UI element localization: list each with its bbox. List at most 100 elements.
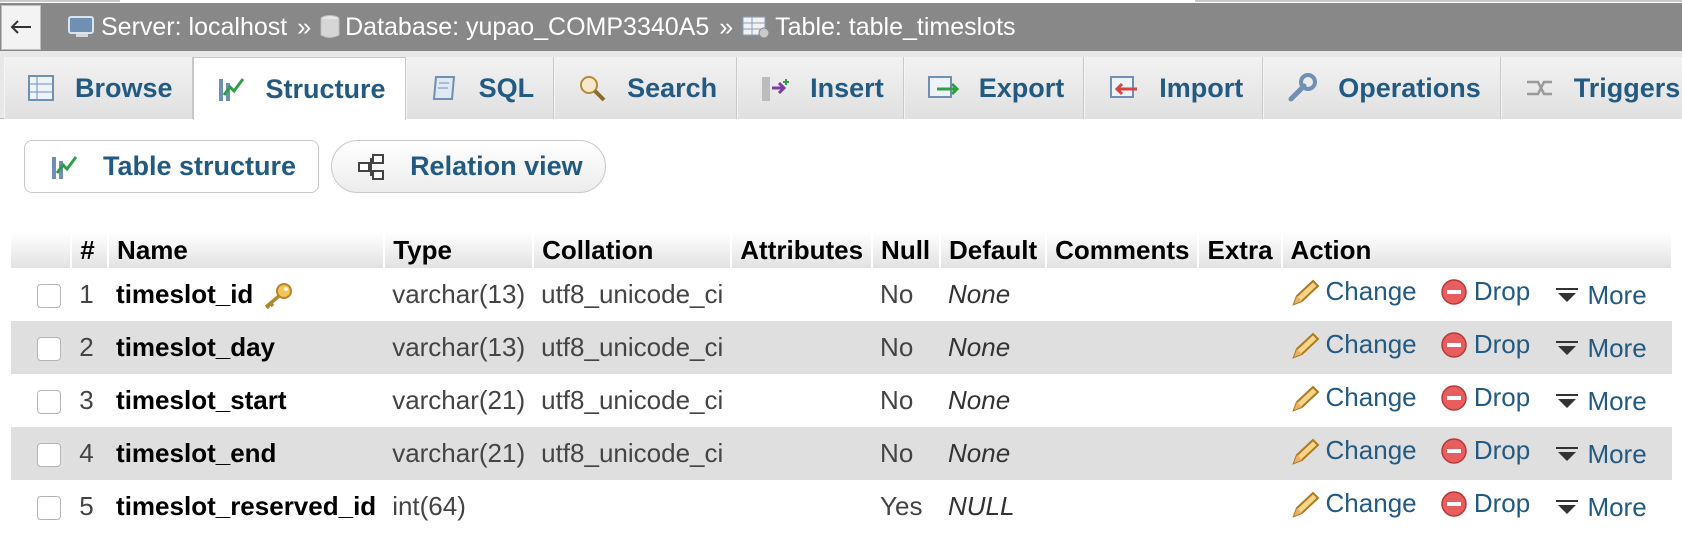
sub-navigation: Table structure Relation view (24, 140, 606, 193)
top-border-segment (1195, 0, 1682, 2)
breadcrumb-database[interactable]: Database: yupao_COMP3340A5 (345, 12, 710, 41)
table-row: 5 timeslot_reserved_id int(64) Yes NULL … (11, 480, 1672, 533)
header-comments[interactable]: Comments (1046, 232, 1200, 268)
row-checkbox[interactable] (37, 443, 61, 468)
change-link[interactable]: Change (1290, 276, 1417, 307)
change-label: Change (1325, 329, 1417, 360)
row-checkbox[interactable] (37, 284, 61, 309)
drop-link[interactable]: Drop (1440, 276, 1530, 307)
breadcrumb-table[interactable]: Table: table_timeslots (775, 12, 1016, 41)
header-extra[interactable]: Extra (1198, 232, 1283, 268)
column-collation: utf8_unicode_ci (533, 321, 732, 374)
column-default: None (948, 385, 1011, 415)
column-type: varchar(13) (392, 279, 526, 309)
column-type: varchar(21) (392, 385, 526, 415)
column-name-cell: timeslot_id (108, 268, 384, 321)
row-actions: Change Drop More (1281, 427, 1672, 480)
column-type: varchar(21) (384, 427, 534, 480)
drop-label: Drop (1473, 435, 1531, 466)
structure-table: # Name Type Collation Attributes Null De… (11, 232, 1674, 533)
tab-browse[interactable]: Browse (4, 57, 193, 119)
more-dropdown[interactable]: More (1553, 386, 1647, 417)
tab-structure[interactable]: Structure (192, 57, 406, 120)
header-null[interactable]: Null (872, 232, 941, 268)
column-collation (533, 480, 731, 533)
column-comments (1046, 321, 1199, 374)
more-dropdown[interactable]: More (1553, 280, 1647, 311)
header-attributes[interactable]: Attributes (731, 232, 874, 268)
pencil-icon (1290, 331, 1320, 359)
row-number: 2 (71, 321, 109, 374)
drop-link[interactable]: Drop (1440, 435, 1530, 466)
row-number: 4 (71, 427, 109, 480)
tab-import[interactable]: Import (1084, 57, 1264, 119)
browse-icon (27, 74, 55, 102)
table-structure-label: Table structure (103, 151, 297, 181)
drop-link[interactable]: Drop (1440, 488, 1530, 519)
table-header-row: # Name Type Collation Attributes Null De… (11, 232, 1674, 268)
more-label: More (1587, 333, 1647, 364)
change-link[interactable]: Change (1290, 329, 1417, 360)
table-row: 2 timeslot_day varchar(13) utf8_unicode_… (11, 321, 1672, 374)
row-actions: Change Drop More (1282, 480, 1672, 533)
row-checkbox[interactable] (37, 496, 61, 521)
insert-icon (760, 73, 790, 103)
drop-link[interactable]: Drop (1440, 329, 1530, 360)
column-attributes (731, 268, 872, 321)
column-null: Yes (880, 491, 923, 521)
column-name: timeslot_end (108, 427, 385, 480)
column-default: NULL (948, 491, 1015, 521)
dropdown-triangle-icon (1553, 392, 1581, 412)
change-link[interactable]: Change (1290, 488, 1417, 519)
header-action: Action (1281, 232, 1674, 268)
database-icon (319, 14, 341, 40)
header-collation[interactable]: Collation (533, 232, 733, 268)
tab-search[interactable]: Search (554, 57, 738, 119)
row-number: 3 (79, 385, 94, 415)
header-default[interactable]: Default (940, 232, 1048, 268)
header-type[interactable]: Type (384, 232, 535, 268)
back-button[interactable] (1, 4, 41, 50)
more-dropdown[interactable]: More (1553, 333, 1647, 364)
drop-label: Drop (1473, 276, 1531, 307)
tab-triggers[interactable]: Triggers (1500, 57, 1682, 119)
column-null: No (880, 385, 914, 415)
drop-link[interactable]: Drop (1440, 382, 1530, 413)
tab-export[interactable]: Export (903, 57, 1085, 119)
row-checkbox[interactable] (37, 390, 61, 415)
tab-label: Triggers (1573, 72, 1681, 103)
breadcrumb-server[interactable]: Server: localhost (101, 12, 288, 41)
more-label: More (1587, 280, 1647, 311)
header-name[interactable]: Name (108, 232, 386, 268)
change-label: Change (1325, 382, 1417, 413)
tab-label: SQL (478, 72, 535, 103)
structure-icon (216, 75, 246, 103)
tab-label: Insert (810, 72, 884, 103)
tab-insert[interactable]: Insert (737, 57, 904, 119)
dropdown-triangle-icon (1553, 286, 1581, 306)
primary-key-icon (261, 282, 293, 310)
triggers-icon (1524, 74, 1554, 102)
more-label: More (1587, 386, 1647, 417)
more-dropdown[interactable]: More (1553, 439, 1647, 470)
header-number[interactable]: # (71, 232, 110, 268)
row-checkbox[interactable] (37, 337, 61, 362)
change-link[interactable]: Change (1290, 435, 1417, 466)
table-structure-button[interactable]: Table structure (24, 140, 320, 193)
column-extra (1198, 480, 1281, 533)
more-dropdown[interactable]: More (1553, 492, 1647, 523)
row-number: 1 (79, 279, 94, 309)
breadcrumb-separator: » (719, 12, 734, 41)
server-icon (67, 14, 97, 40)
relation-view-button[interactable]: Relation view (331, 140, 606, 193)
tab-sql[interactable]: SQL (405, 57, 555, 119)
export-icon (927, 73, 959, 103)
column-default: None (940, 427, 1047, 480)
column-collation: utf8_unicode_ci (533, 427, 732, 480)
tab-operations[interactable]: Operations (1263, 57, 1501, 119)
column-type: int(64) (392, 491, 466, 521)
drop-label: Drop (1473, 329, 1531, 360)
column-name: timeslot_id (116, 278, 254, 309)
change-link[interactable]: Change (1290, 382, 1417, 413)
top-border-segment (0, 0, 120, 2)
